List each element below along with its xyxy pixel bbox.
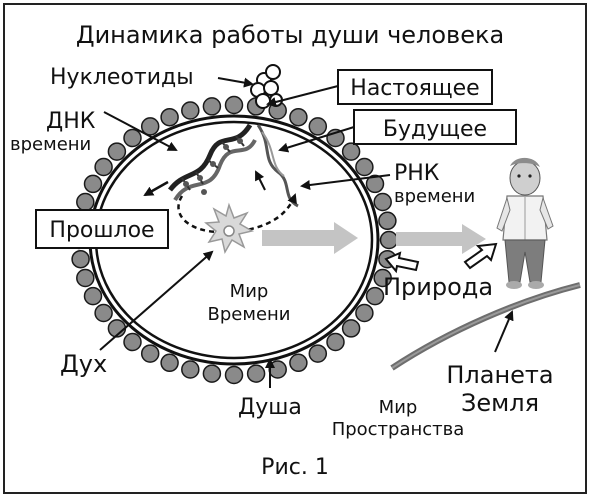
label-space-world-2: Пространства (332, 419, 465, 440)
dotted-flow-path-left (177, 195, 221, 234)
label-rna-sub: времени (394, 186, 475, 207)
child-figure-image (496, 157, 554, 289)
future-box (353, 109, 517, 145)
label-soul: Душа (238, 395, 302, 420)
arrow-inner-up (255, 170, 266, 191)
membrane-bead (308, 117, 328, 136)
cell-membrane-beads (69, 95, 399, 385)
title: Динамика работы души человека (76, 21, 504, 49)
label-rna: РНК (394, 161, 440, 186)
membrane-bead (326, 332, 345, 352)
membrane-bead (76, 192, 95, 212)
membrane-bead (289, 107, 308, 127)
past-box (35, 209, 169, 249)
label-past: Прошлое (49, 218, 154, 243)
membrane-bead (94, 303, 113, 323)
membrane-bead (355, 157, 374, 177)
pointer-nucleotides (217, 77, 254, 88)
label-time-world-1: Мир (230, 281, 269, 302)
membrane-bead (365, 174, 385, 194)
membrane-bead (76, 268, 95, 288)
dna-helix (168, 123, 257, 202)
label-future: Будущее (383, 117, 487, 142)
membrane-bead (94, 157, 113, 177)
membrane-bead (224, 365, 244, 385)
membrane-bead (373, 192, 392, 212)
label-dna: ДНК (46, 109, 96, 134)
membrane-bead (140, 117, 160, 136)
membrane-bead (83, 286, 103, 306)
membrane-bead (373, 268, 392, 288)
membrane-bead (202, 364, 222, 383)
pointer-rna (300, 174, 391, 190)
membrane-bead (123, 332, 142, 352)
membrane-bead (107, 142, 127, 161)
membrane-bead (71, 249, 90, 269)
planet-earth-arc-highlight (391, 284, 581, 369)
pointer-planet (494, 310, 514, 353)
membrane-bead (341, 142, 361, 161)
membrane-bead (140, 344, 160, 363)
nature-outline-arrow-right (463, 242, 498, 270)
membrane-bead (181, 360, 200, 379)
label-present: Настоящее (350, 76, 479, 101)
pointer-dna (103, 111, 178, 151)
nature-outline-arrow-left (384, 251, 420, 274)
membrane-bead (224, 95, 244, 115)
membrane-bead (308, 344, 328, 363)
nucleotides-cluster (250, 64, 283, 109)
label-nature: Природа (383, 273, 493, 301)
membrane-bead (181, 101, 200, 120)
label-planet-2: Земля (461, 389, 539, 417)
label-nucleotides: Нуклеотиды (50, 65, 194, 90)
spirit-star-icon (204, 202, 255, 255)
label-spirit: Дух (60, 350, 107, 378)
membrane-bead (160, 353, 179, 373)
membrane-bead (378, 211, 397, 231)
membrane-bead (379, 230, 399, 250)
membrane-bead (160, 107, 179, 127)
membrane-bead (268, 360, 287, 379)
membrane-bead (289, 353, 308, 373)
membrane-bead (246, 364, 266, 383)
arrow-to-past (143, 180, 169, 197)
label-time-world-2: Времени (208, 304, 291, 325)
membrane-bead (123, 128, 142, 148)
figure-caption: Рис. 1 (261, 455, 329, 480)
pointer-future (278, 126, 355, 153)
label-space-world-1: Мир (379, 397, 418, 418)
frame-border (3, 3, 587, 494)
pointer-spirit (99, 250, 214, 351)
membrane-bead (202, 97, 222, 116)
membrane-bead (83, 174, 103, 194)
gray-flow-arrow-outside (396, 224, 486, 254)
membrane-bead (355, 303, 374, 323)
label-dna-sub: времени (10, 134, 91, 155)
gray-flow-arrow-inside (262, 222, 358, 254)
pointer-present (266, 85, 339, 107)
membrane-bead (365, 286, 385, 306)
label-planet-1: Планета (446, 361, 553, 389)
membrane-bead (341, 319, 361, 338)
